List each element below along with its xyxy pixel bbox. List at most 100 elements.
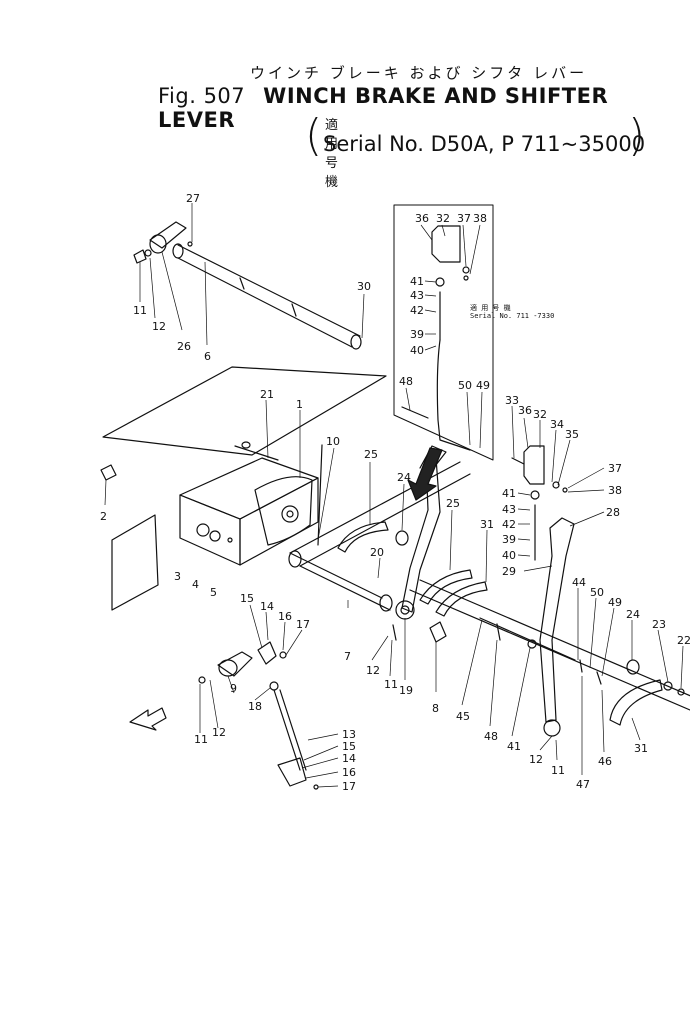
figure-title-text: WINCH BRAKE AND SHIFTER LEVER <box>158 84 609 132</box>
part-label: 32 <box>436 212 450 225</box>
part-label: 6 <box>204 350 211 363</box>
part-label: 14 <box>342 752 356 765</box>
part-label: 49 <box>608 596 622 609</box>
part-label: 12 <box>529 753 543 766</box>
part-label: 37 <box>457 212 471 225</box>
part-label: 34 <box>550 418 564 431</box>
figure-number: Fig. 507 <box>158 84 246 108</box>
inset-frame <box>393 204 494 461</box>
part-label: 30 <box>357 280 371 293</box>
part-label: 12 <box>152 320 166 333</box>
collars <box>395 530 685 696</box>
cover-plate <box>102 366 387 611</box>
lower-shaft <box>288 444 471 612</box>
part-label: 4 <box>192 578 199 591</box>
part-label: 11 <box>551 764 565 777</box>
part-label: 21 <box>260 388 274 401</box>
part-labels: 27 11 12 26 6 30 21 1 10 25 24 2 3 4 5 2… <box>100 192 690 793</box>
cross-shaft <box>409 579 690 711</box>
part-label: 15 <box>240 592 254 605</box>
part-label: 24 <box>626 608 640 621</box>
part-label: 31 <box>480 518 494 531</box>
leader-lines <box>104 203 684 788</box>
part-label: 5 <box>210 586 217 599</box>
part-label: 13 <box>342 728 356 741</box>
part-label: 43 <box>502 503 516 516</box>
part-label: 41 <box>502 487 516 500</box>
part-label: 48 <box>399 375 413 388</box>
part-label: 40 <box>502 549 516 562</box>
part-label: 43 <box>410 289 424 302</box>
part-label: 35 <box>565 428 579 441</box>
part-label: 40 <box>410 344 424 357</box>
link-rods <box>392 617 602 685</box>
part-label: 29 <box>502 565 516 578</box>
part-label: 42 <box>502 518 516 531</box>
part-label: 45 <box>456 710 470 723</box>
part-label: 20 <box>370 546 384 559</box>
inset-note-jp: 適 用 号 機 <box>470 303 511 312</box>
part-label: 14 <box>260 600 274 613</box>
part-label: 11 <box>384 678 398 691</box>
bracket-housing <box>179 441 319 566</box>
right-paren: ) <box>628 110 646 161</box>
part-label: 38 <box>608 484 622 497</box>
part-label: 38 <box>473 212 487 225</box>
shifter-lever <box>539 517 575 737</box>
part-label: 1 <box>296 398 303 411</box>
part-label: 50 <box>590 586 604 599</box>
part-label: 23 <box>652 618 666 631</box>
part-label: 36 <box>518 404 532 417</box>
part-label: 25 <box>364 448 378 461</box>
part-label: 9 <box>230 682 237 695</box>
brake-bands <box>337 521 663 726</box>
part-label: 44 <box>572 576 586 589</box>
part-label: 25 <box>446 497 460 510</box>
part-label: 32 <box>533 408 547 421</box>
part-label: 46 <box>598 755 612 768</box>
part-label: 36 <box>415 212 429 225</box>
lever-arm-26 <box>133 221 193 264</box>
part-label: 28 <box>606 506 620 519</box>
left-paren: ( <box>305 110 323 161</box>
part-label: 42 <box>410 304 424 317</box>
part-label: 18 <box>248 700 262 713</box>
part-label: 2 <box>100 510 107 523</box>
part-label: 27 <box>186 192 200 205</box>
part-label: 17 <box>342 780 356 793</box>
part-label: 12 <box>366 664 380 677</box>
part-label: 8 <box>432 702 439 715</box>
part-label: 10 <box>326 435 340 448</box>
part-label: 47 <box>576 778 590 791</box>
part-label: 22 <box>677 634 690 647</box>
part-label: 31 <box>634 742 648 755</box>
part-label: 16 <box>278 610 292 623</box>
japanese-title: ウインチ ブレーキ および シフタ レバー <box>250 64 588 82</box>
part-label: 11 <box>194 733 208 746</box>
part-label: 50 <box>458 379 472 392</box>
part-label: 17 <box>296 618 310 631</box>
part-label: 39 <box>410 328 424 341</box>
part-label: 48 <box>484 730 498 743</box>
lower-linkage <box>198 641 319 790</box>
inset-note-serial: Serial No. 711 -7330 <box>470 312 554 320</box>
bolts-left <box>100 464 233 543</box>
part-label: 7 <box>344 650 351 663</box>
detent-assembly <box>511 445 568 561</box>
part-label: 33 <box>505 394 519 407</box>
part-label: 37 <box>608 462 622 475</box>
part-label: 41 <box>410 275 424 288</box>
part-label: 26 <box>177 340 191 353</box>
front-arrow <box>129 707 167 731</box>
part-label: 49 <box>476 379 490 392</box>
part-label: 12 <box>212 726 226 739</box>
part-label: 15 <box>342 740 356 753</box>
part-label: 11 <box>133 304 147 317</box>
part-label: 3 <box>174 570 181 583</box>
serial-japanese: 適 用 号 機 <box>325 118 342 190</box>
part-label: 41 <box>507 740 521 753</box>
part-label: 39 <box>502 533 516 546</box>
part-label: 16 <box>342 766 356 779</box>
